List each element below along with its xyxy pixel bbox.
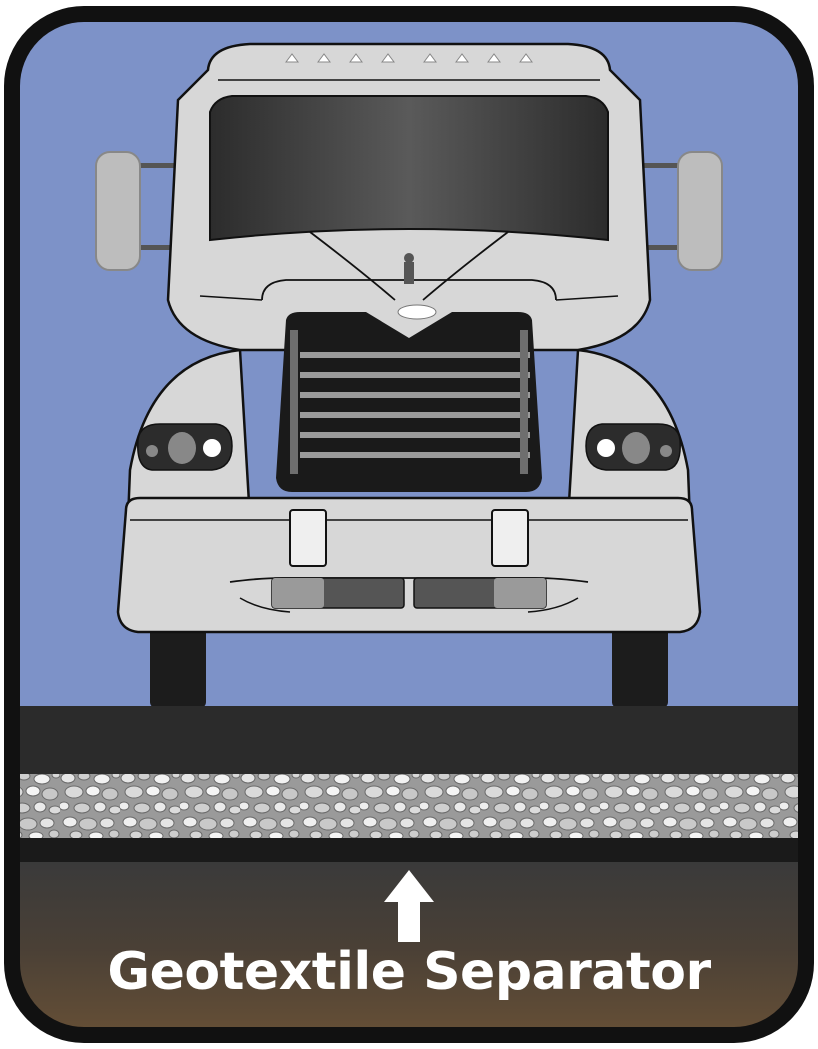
truck-front-icon <box>96 44 722 708</box>
geotextile-separator-line <box>0 838 818 862</box>
pavement-layer <box>0 706 818 774</box>
front-bumper <box>118 498 700 632</box>
grille <box>276 312 542 492</box>
left-mirror <box>96 152 140 270</box>
right-mirror <box>678 152 722 270</box>
windshield <box>210 96 608 240</box>
caption-label: Geotextile Separator <box>0 946 818 998</box>
aggregate-layer <box>0 774 818 840</box>
hood-emblem <box>398 305 436 319</box>
